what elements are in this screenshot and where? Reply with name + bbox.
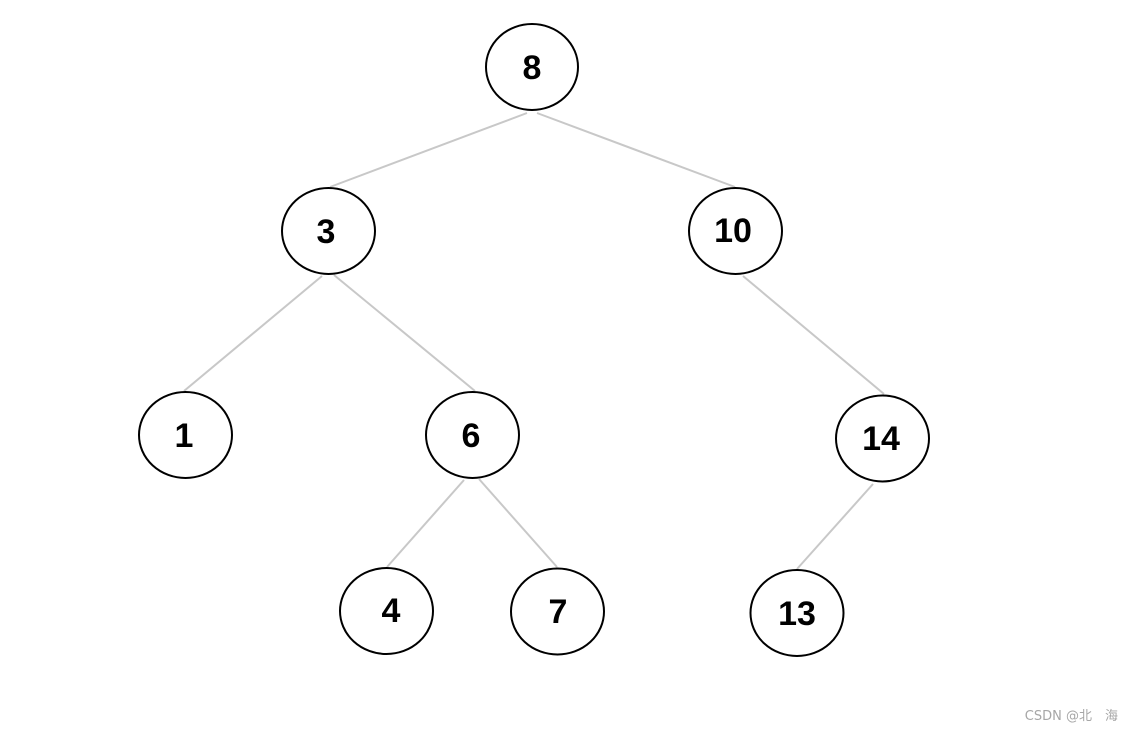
node-circle xyxy=(281,187,376,275)
node-label: 7 xyxy=(549,593,568,631)
node-rr: 14 xyxy=(835,394,930,483)
node-circle xyxy=(138,391,233,479)
edge-3-1 xyxy=(183,275,323,392)
node-label: 14 xyxy=(862,420,900,458)
node-rrl: 13 xyxy=(749,569,845,657)
node-r: 10 xyxy=(688,187,783,275)
node-lrl: 4 xyxy=(339,567,434,655)
edge-3-6 xyxy=(333,274,476,392)
node-circle xyxy=(339,567,434,655)
edge-8-10 xyxy=(536,112,736,188)
node-ll: 1 xyxy=(138,391,233,479)
tree-nodes: 8 3 10 1 6 14 4 7 xyxy=(138,23,930,657)
node-label: 10 xyxy=(714,212,752,250)
edge-6-7 xyxy=(478,478,558,568)
node-lr: 6 xyxy=(425,391,520,479)
node-l: 3 xyxy=(281,187,376,275)
node-circle xyxy=(510,567,605,656)
node-circle xyxy=(425,391,520,479)
edge-8-3 xyxy=(329,112,528,188)
node-label: 13 xyxy=(778,595,816,633)
node-lrr: 7 xyxy=(510,567,605,656)
node-label: 8 xyxy=(523,49,542,87)
node-circle xyxy=(749,569,845,657)
node-label: 1 xyxy=(175,417,194,455)
node-root: 8 xyxy=(485,23,579,111)
watermark-text: CSDN @北 海 xyxy=(1025,709,1118,724)
node-label: 4 xyxy=(382,592,401,630)
edge-10-14 xyxy=(742,275,885,395)
node-label: 3 xyxy=(317,213,336,251)
node-circle xyxy=(835,394,930,483)
node-label: 6 xyxy=(462,417,481,455)
edge-6-4 xyxy=(386,479,465,568)
node-circle xyxy=(485,23,579,111)
tree-edges xyxy=(183,112,885,570)
node-circle xyxy=(688,187,783,275)
edge-14-13 xyxy=(796,483,874,570)
